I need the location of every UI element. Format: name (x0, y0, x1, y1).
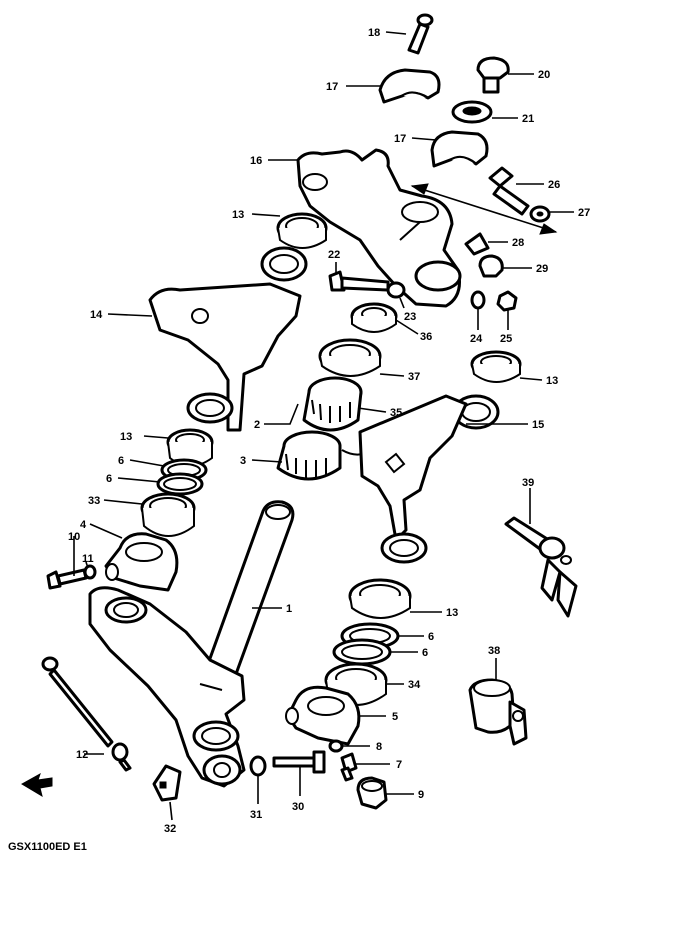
part-36-steering-nut (350, 302, 398, 333)
callout-26: 26 (548, 179, 560, 191)
part-33-spacer (140, 492, 196, 537)
callout-6-left-upper: 6 (118, 455, 124, 467)
part-5-clamp-right (285, 685, 361, 746)
part-17-handlebar-clamp-left (378, 68, 441, 104)
callout-9: 9 (418, 789, 424, 801)
callout-6-right-lower: 6 (422, 647, 428, 659)
part-23-nut (386, 281, 406, 299)
callout-6-left-lower: 6 (106, 473, 112, 485)
leader-lines (73, 31, 574, 821)
part-6-ring-right-lower (332, 638, 392, 666)
part-4-clamp-left (104, 532, 179, 592)
part-21-washer (451, 100, 493, 124)
callout-7: 7 (396, 759, 402, 771)
callout-29: 29 (536, 263, 548, 275)
part-12-cable (41, 656, 132, 772)
front-direction-arrow-icon (21, 772, 53, 798)
part-6-ring-left-lower (156, 472, 204, 496)
callout-13-lower-right: 13 (446, 607, 458, 619)
part-37-bearing-race (318, 338, 382, 377)
callout-12: 12 (76, 749, 88, 761)
callout-20: 20 (538, 69, 550, 81)
callout-13-upper-left: 13 (232, 209, 244, 221)
callout-10: 10 (68, 531, 80, 543)
callout-25: 25 (500, 333, 512, 345)
callout-24: 24 (470, 333, 483, 345)
callout-27: 27 (578, 207, 590, 219)
callout-38: 38 (488, 645, 500, 657)
part-38-steering-lock (468, 678, 528, 746)
part-28-clip (464, 232, 490, 256)
callout-13-left-middle: 13 (120, 431, 132, 443)
callout-6-right-upper: 6 (428, 631, 434, 643)
part-14-headlight-bracket-left (148, 246, 308, 432)
part-17-handlebar-clamp-right (430, 130, 489, 168)
callout-23: 23 (404, 311, 416, 323)
callout-37: 37 (408, 371, 420, 383)
callout-5: 5 (392, 711, 398, 723)
part-27-washer (529, 205, 551, 223)
callout-28: 28 (512, 237, 524, 249)
part-16-upper-bracket (296, 148, 462, 308)
callout-17-right: 17 (394, 133, 406, 145)
part-15-headlight-bracket-right (358, 394, 500, 564)
part-9-nut (356, 776, 388, 810)
callout-39: 39 (522, 477, 534, 489)
part-30-bolt (272, 750, 326, 774)
callout-4: 4 (80, 519, 87, 531)
diagram-code: GSX1100ED E1 (8, 841, 87, 853)
callout-14: 14 (90, 309, 103, 321)
callout-11: 11 (82, 553, 94, 565)
callout-30: 30 (292, 801, 304, 813)
callout-35: 35 (390, 407, 402, 419)
part-13-seal-lower-right (348, 578, 412, 619)
part-25-nut (496, 290, 518, 312)
callout-15: 15 (532, 419, 544, 431)
part-10-bolt (46, 568, 88, 590)
callout-8: 8 (376, 741, 382, 753)
callout-2: 2 (254, 419, 260, 431)
callout-32: 32 (164, 823, 176, 835)
callout-13-right: 13 (546, 375, 558, 387)
callout-1: 1 (286, 603, 292, 615)
part-18-bolt (407, 13, 434, 55)
callout-21: 21 (522, 113, 534, 125)
callout-17-left: 17 (326, 81, 338, 93)
callout-36: 36 (420, 331, 432, 343)
part-31-washer (249, 755, 267, 777)
callout-16: 16 (250, 155, 262, 167)
part-20-cap-bolt (476, 56, 510, 94)
callout-34: 34 (408, 679, 421, 691)
callout-22: 22 (328, 249, 340, 261)
callout-31: 31 (250, 809, 262, 821)
part-8-washer (328, 739, 344, 753)
callout-18: 18 (368, 27, 380, 39)
part-32-bracket (152, 764, 182, 802)
part-24-washer (470, 290, 486, 310)
callout-33: 33 (88, 495, 100, 507)
part-39-ignition-key (504, 516, 578, 618)
part-7-bolt (340, 752, 358, 782)
callout-3: 3 (240, 455, 246, 467)
part-1-steering-stem (88, 500, 295, 788)
part-26-bolt (488, 166, 530, 216)
alignment-arrow (410, 183, 558, 235)
part-13-seal-right (470, 350, 522, 383)
part-22-bolt (328, 270, 390, 292)
part-29-cap-nut (478, 254, 504, 278)
part-35-bearing-upper (302, 376, 363, 432)
part-3-bearing-lower (276, 430, 369, 481)
callout-labels: 18 17 20 21 17 16 26 13 27 28 22 29 14 2… (68, 27, 590, 835)
part-11-washer (83, 564, 97, 580)
part-13-seal-upper-left (276, 212, 328, 249)
